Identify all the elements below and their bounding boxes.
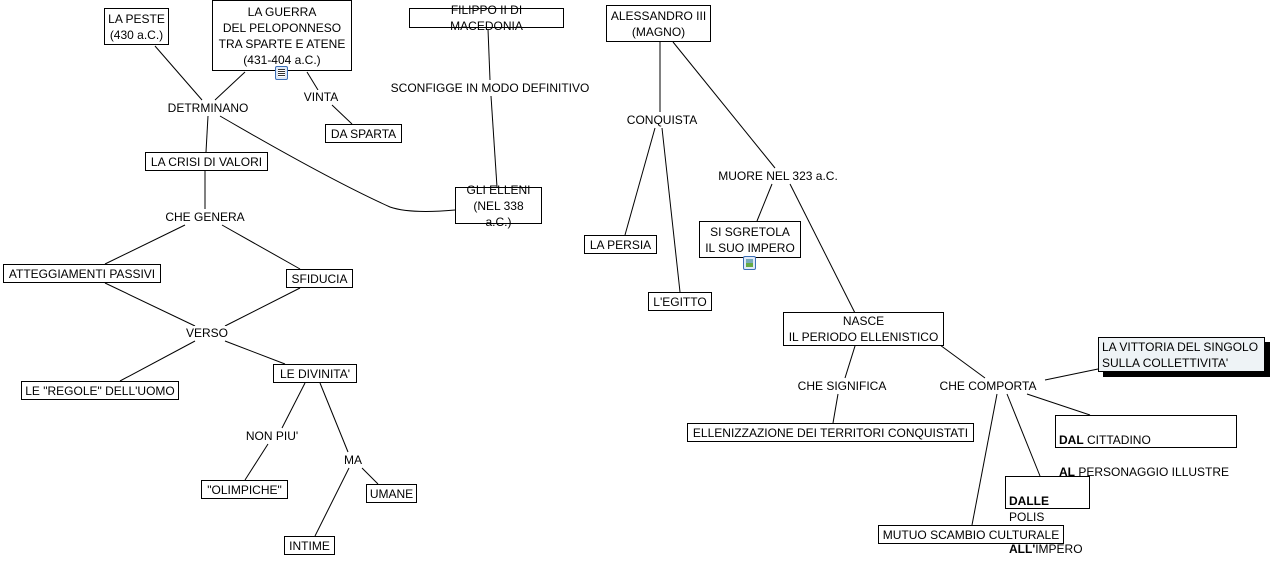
link-verso[interactable]: VERSO xyxy=(184,326,230,340)
connection-line xyxy=(971,393,998,526)
concept-crisi-valori[interactable]: LA CRISI DI VALORI xyxy=(145,152,268,171)
connection-line xyxy=(331,104,353,125)
concept-intime[interactable]: INTIME xyxy=(284,536,335,555)
text: IMPERO xyxy=(1035,542,1083,556)
link-ma[interactable]: MA xyxy=(343,453,363,467)
text: PERSONAGGIO ILLUSTRE xyxy=(1075,465,1230,479)
connection-line xyxy=(119,340,196,382)
link-non-piu[interactable]: NON PIU' xyxy=(244,429,300,443)
connection-line xyxy=(624,127,656,236)
connection-line xyxy=(1044,368,1099,381)
concept-gli-elleni[interactable]: GLI ELLENI (NEL 338 a.C.) xyxy=(455,183,542,229)
concept-periodo-ellenistico[interactable]: NASCE IL PERIODO ELLENISTICO xyxy=(783,312,944,346)
concept-ellenizzazione[interactable]: ELLENIZZAZIONE DEI TERRITORI CONQUISTATI xyxy=(687,423,974,442)
concept-divinita[interactable]: LE DIVINITA' xyxy=(273,364,357,383)
link-muore[interactable]: MUORE NEL 323 a.C. xyxy=(717,169,839,183)
connection-line xyxy=(244,443,269,481)
image-icon[interactable] xyxy=(743,256,756,270)
connection-line xyxy=(205,115,209,153)
text: CITTADINO xyxy=(1083,433,1151,447)
connection-line xyxy=(104,282,196,327)
connection-line xyxy=(789,183,856,314)
connection-line xyxy=(154,45,203,101)
connection-line xyxy=(319,382,349,453)
connection-line xyxy=(281,382,306,429)
link-che-comporta[interactable]: CHE COMPORTA xyxy=(938,379,1038,393)
concept-egitto[interactable]: L'EGITTO xyxy=(648,292,712,311)
text-bold: AL xyxy=(1059,465,1075,479)
concept-da-sparta[interactable]: DA SPARTA xyxy=(325,124,402,143)
link-che-significa[interactable]: CHE SIGNIFICA xyxy=(796,379,888,393)
connection-line xyxy=(490,95,498,188)
concept-vittoria-singolo[interactable]: LA VITTORIA DEL SINGOLO SULLA COLLETTIVI… xyxy=(1098,337,1265,372)
connection-line xyxy=(844,345,856,379)
link-sconfigge[interactable]: SCONFIGGE IN MODO DEFINITIVO xyxy=(389,81,591,95)
connection-line xyxy=(1026,393,1091,416)
connection-line xyxy=(306,71,319,91)
text: POLIS xyxy=(1009,510,1045,524)
connection-line xyxy=(224,340,286,365)
connection-line xyxy=(672,41,776,169)
concept-olimpiche[interactable]: "OLIMPICHE" xyxy=(201,480,288,499)
connection-line xyxy=(661,127,681,293)
connection-line xyxy=(361,467,379,485)
connection-line xyxy=(756,183,773,222)
connection-lines xyxy=(104,28,1099,537)
connection-line xyxy=(214,71,246,101)
connection-line xyxy=(939,344,986,379)
concept-sfiducia[interactable]: SFIDUCIA xyxy=(286,269,353,288)
connection-line xyxy=(314,467,350,537)
concept-dalle-polis[interactable]: DALLE POLIS ALL'IMPERO xyxy=(1005,476,1090,556)
link-conquista[interactable]: CONQUISTA xyxy=(625,113,699,127)
text-bold: ALL' xyxy=(1009,542,1036,556)
connection-line xyxy=(219,115,456,212)
concept-guerra-peloponneso[interactable]: LA GUERRA DEL PELOPONNESO TRA SPARTE E A… xyxy=(212,0,352,71)
link-vinta[interactable]: VINTA xyxy=(302,90,340,104)
concept-atteggiamenti-passivi[interactable]: ATTEGGIAMENTI PASSIVI xyxy=(3,264,161,283)
connection-line xyxy=(221,224,301,270)
concept-si-sgretola[interactable]: SI SGRETOLA IL SUO IMPERO xyxy=(699,221,801,258)
concept-mutuo-scambio[interactable]: MUTUO SCAMBIO CULTURALE xyxy=(878,525,1064,544)
concept-la-persia[interactable]: LA PERSIA xyxy=(584,235,657,254)
document-icon[interactable] xyxy=(275,66,288,80)
link-detrminano[interactable]: DETRMINANO xyxy=(166,101,250,115)
connection-line xyxy=(224,287,301,327)
text-bold: DAL xyxy=(1059,433,1084,447)
concept-la-peste[interactable]: LA PESTE (430 a.C.) xyxy=(104,8,169,45)
concept-filippo[interactable]: FILIPPO II DI MACEDONIA xyxy=(409,3,564,33)
concept-regole-uomo[interactable]: LE "REGOLE" DELL'UOMO xyxy=(21,381,179,400)
concept-dal-cittadino[interactable]: DAL CITTADINO AL PERSONAGGIO ILLUSTRE xyxy=(1055,415,1237,479)
connection-line xyxy=(832,393,839,424)
concept-umane[interactable]: UMANE xyxy=(366,484,417,503)
connection-line xyxy=(1006,393,1041,477)
connection-line xyxy=(104,224,186,265)
connection-line xyxy=(487,28,491,81)
text-bold: DALLE xyxy=(1009,494,1049,508)
link-che-genera[interactable]: CHE GENERA xyxy=(164,210,246,224)
concept-alessandro[interactable]: ALESSANDRO III (MAGNO) xyxy=(606,5,711,42)
